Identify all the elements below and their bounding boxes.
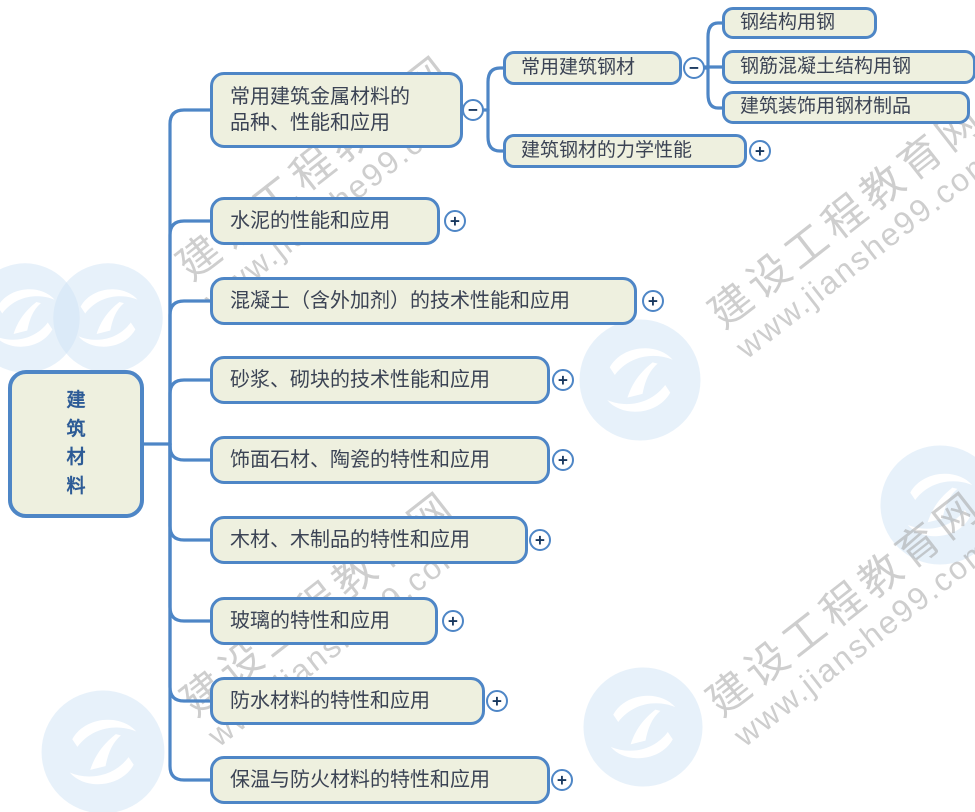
plus-icon: + <box>535 529 545 549</box>
node-label: 钢结构用钢 <box>740 11 836 33</box>
node-label: 建 筑 材 料 <box>66 390 86 497</box>
branch-node-concrete[interactable]: 混凝土（含外加剂）的技术性能和应用 <box>210 277 637 325</box>
branch-node-waterproof[interactable]: 防水材料的特性和应用 <box>210 677 485 725</box>
plus-icon: + <box>557 769 567 789</box>
expand-toggle[interactable]: + <box>551 769 573 791</box>
expand-toggle[interactable]: + <box>642 290 664 312</box>
grandchild-node-rebar-steel[interactable]: 钢筋混凝土结构用钢 <box>722 50 975 84</box>
branch-node-insulation-fireproof[interactable]: 保温与防火材料的特性和应用 <box>210 756 550 804</box>
expand-toggle[interactable]: + <box>486 690 508 712</box>
minus-icon: − <box>689 57 699 77</box>
plus-icon: + <box>558 369 568 389</box>
minus-icon: − <box>468 99 478 119</box>
plus-icon: + <box>492 690 502 710</box>
node-label: 饰面石材、陶瓷的特性和应用 <box>230 449 490 471</box>
branch-node-stone-ceramics[interactable]: 饰面石材、陶瓷的特性和应用 <box>210 436 550 484</box>
plus-icon: + <box>448 610 458 630</box>
node-label: 木材、木制品的特性和应用 <box>230 529 470 551</box>
branch-node-cement[interactable]: 水泥的性能和应用 <box>210 197 440 245</box>
branch-node-glass[interactable]: 玻璃的特性和应用 <box>210 597 438 645</box>
node-label: 混凝土（含外加剂）的技术性能和应用 <box>230 290 570 312</box>
expand-toggle[interactable]: + <box>442 610 464 632</box>
node-label: 水泥的性能和应用 <box>230 210 390 232</box>
branch-node-metal-materials[interactable]: 常用建筑金属材料的 品种、性能和应用 <box>210 72 463 148</box>
node-label: 钢筋混凝土结构用钢 <box>740 55 912 77</box>
node-label: 常用建筑钢材 <box>521 56 636 78</box>
node-label: 防水材料的特性和应用 <box>230 690 430 712</box>
child-node-common-steel[interactable]: 常用建筑钢材 <box>503 51 682 85</box>
node-label: 常用建筑金属材料的 品种、性能和应用 <box>230 86 410 134</box>
plus-icon: + <box>450 210 460 230</box>
child-node-steel-mechanics[interactable]: 建筑钢材的力学性能 <box>503 134 747 168</box>
plus-icon: + <box>558 449 568 469</box>
node-label: 建筑装饰用钢材制品 <box>740 96 912 118</box>
root-node-building-materials[interactable]: 建 筑 材 料 <box>8 370 144 518</box>
branch-node-mortar-blocks[interactable]: 砂浆、砌块的技术性能和应用 <box>210 356 550 404</box>
plus-icon: + <box>648 290 658 310</box>
plus-icon: + <box>755 140 765 160</box>
branch-node-wood[interactable]: 木材、木制品的特性和应用 <box>210 516 528 564</box>
expand-toggle[interactable]: + <box>552 369 574 391</box>
grandchild-node-decorative-steel[interactable]: 建筑装饰用钢材制品 <box>722 91 970 124</box>
grandchild-node-structural-steel[interactable]: 钢结构用钢 <box>722 7 877 39</box>
node-label: 玻璃的特性和应用 <box>230 610 390 632</box>
node-label: 砂浆、砌块的技术性能和应用 <box>230 369 490 391</box>
node-label: 保温与防火材料的特性和应用 <box>230 769 490 791</box>
collapse-toggle[interactable]: − <box>462 99 484 121</box>
node-label: 建筑钢材的力学性能 <box>521 139 693 161</box>
expand-toggle[interactable]: + <box>444 210 466 232</box>
expand-toggle[interactable]: + <box>529 529 551 551</box>
expand-toggle[interactable]: + <box>749 140 771 162</box>
collapse-toggle[interactable]: − <box>683 57 705 79</box>
expand-toggle[interactable]: + <box>552 449 574 471</box>
